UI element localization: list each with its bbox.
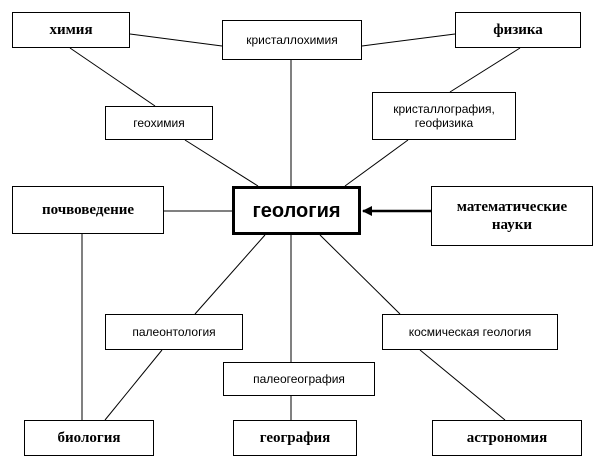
node-geography: география — [233, 420, 357, 456]
node-geochemistry: геохимия — [105, 106, 213, 140]
node-math-sciences: математические науки — [431, 186, 593, 246]
line-chemistry-geochemistry — [69, 47, 156, 107]
node-geology-center: геология — [232, 186, 361, 235]
node-biology: биология — [24, 420, 154, 456]
node-physics: физика — [455, 12, 581, 48]
node-paleontology: палеонтология — [105, 314, 243, 350]
line-paleontology-biology — [104, 349, 163, 421]
node-chemistry: химия — [12, 12, 130, 48]
line-chemistry-crystal-chemistry — [129, 33, 223, 47]
line-space-geology-astronomy — [419, 349, 506, 421]
node-crystal-chemistry: кристаллохимия — [222, 20, 362, 60]
line-physics-crystallography — [449, 47, 521, 93]
node-crystallography-geophysics: кристаллография, геофизика — [372, 92, 516, 140]
node-paleogeography: палеогеография — [223, 362, 375, 396]
line-center-space-geology — [319, 234, 401, 315]
line-crystallography-center — [344, 139, 409, 187]
node-soil-science: почвоведение — [12, 186, 164, 234]
node-space-geology: космическая геология — [382, 314, 558, 350]
node-astronomy: астрономия — [432, 420, 582, 456]
line-geochemistry-center — [184, 139, 259, 187]
line-center-paleontology — [194, 234, 266, 315]
line-physics-crystal-chemistry — [361, 33, 456, 47]
